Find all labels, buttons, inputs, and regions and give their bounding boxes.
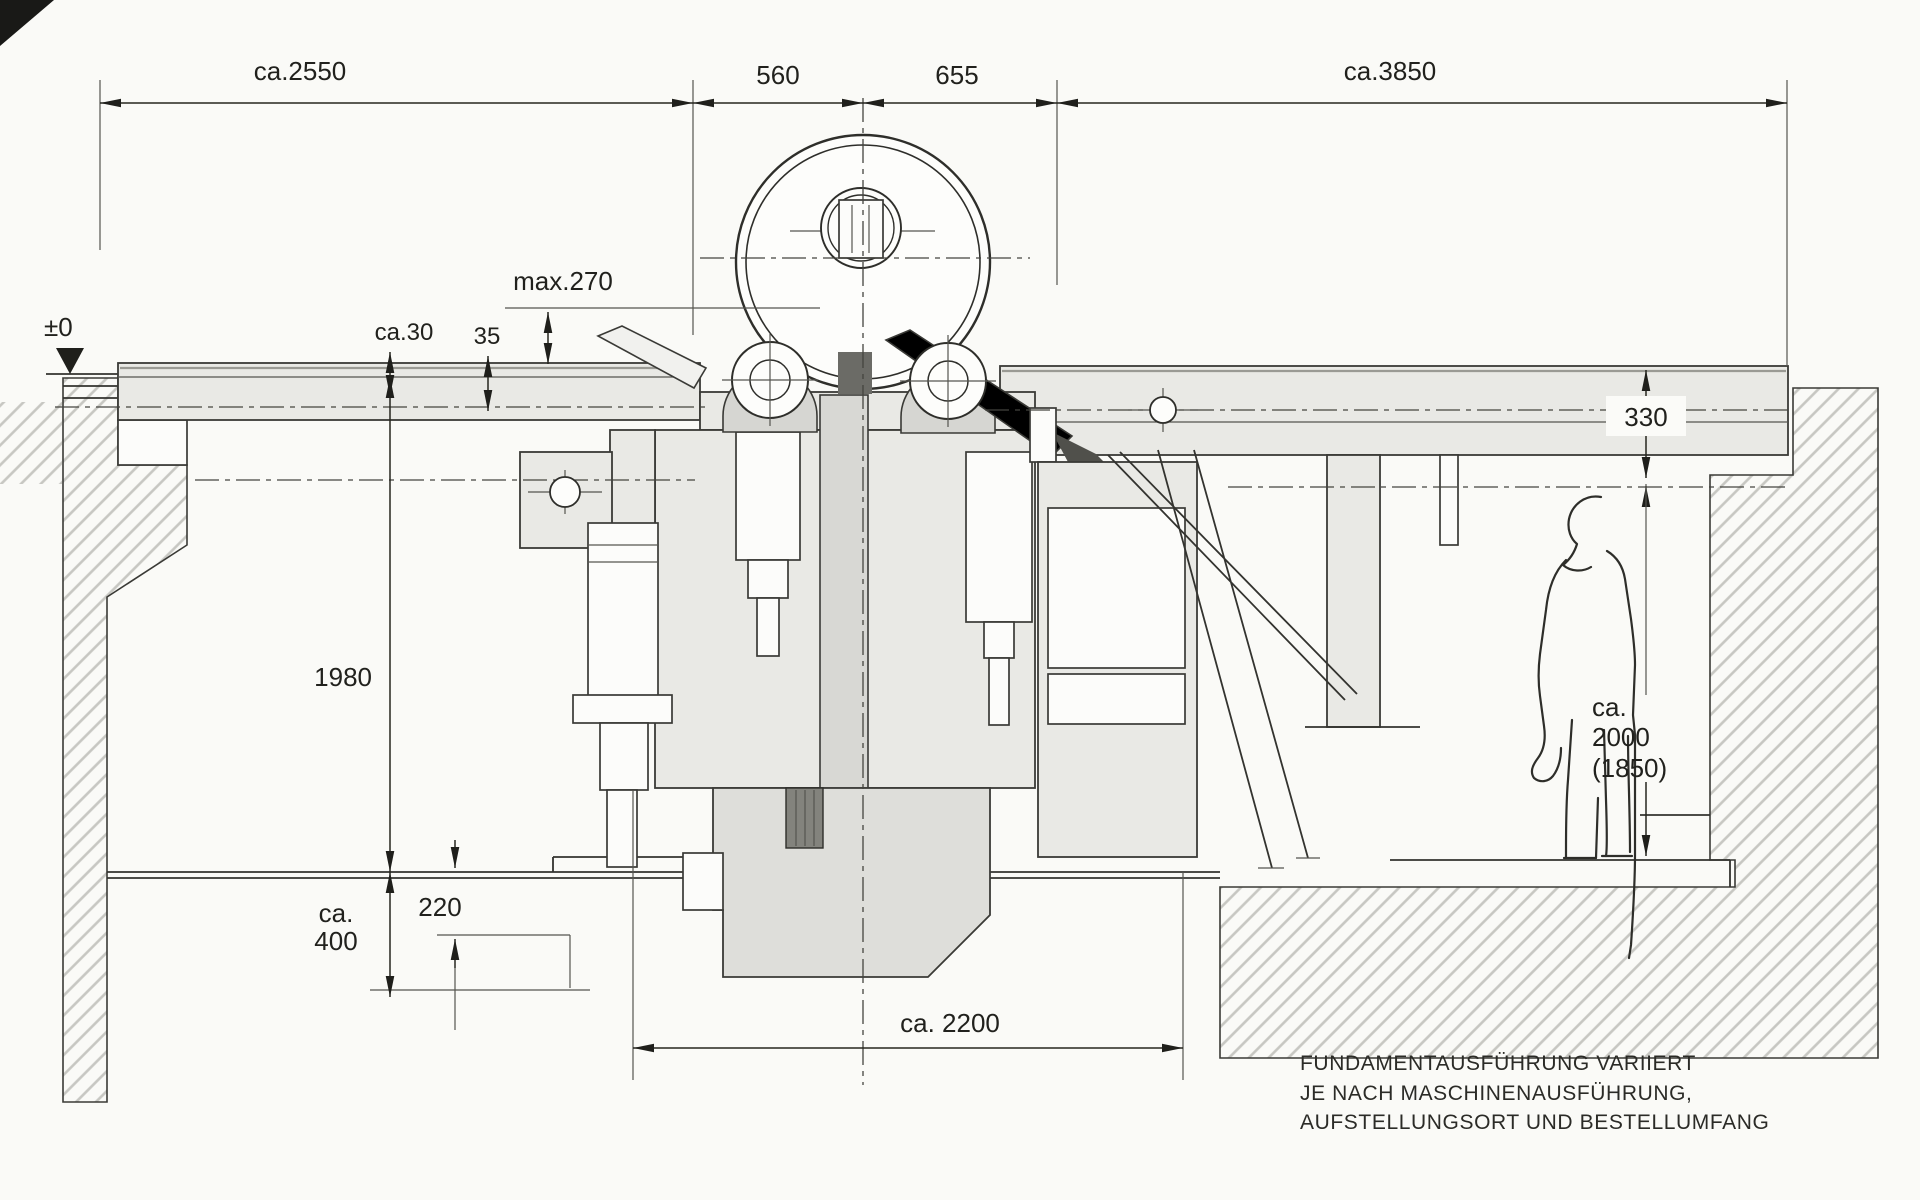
note-line-1: FUNDAMENTAUSFÜHRUNG VARIIERT — [1300, 1052, 1696, 1075]
hub-key-block — [838, 199, 884, 259]
right-cylinder — [965, 451, 1033, 623]
machine-section — [519, 133, 1198, 978]
person-head — [1561, 495, 1603, 572]
datum-triangle-icon — [56, 348, 84, 374]
left-column — [587, 522, 659, 698]
left-pit-wall-hatch — [62, 377, 188, 1103]
left-clamp-arm — [596, 325, 708, 390]
person-front-arm — [1530, 558, 1568, 783]
base-foot — [682, 852, 724, 911]
dim-step-depth: 220 — [418, 892, 461, 922]
right-cylinder-step — [983, 621, 1015, 659]
note-line-2: JE NACH MASCHINENAUSFÜHRUNG, — [1300, 1082, 1693, 1105]
person-feet — [1562, 854, 1634, 860]
support-post — [1439, 454, 1459, 546]
left-column-lines — [588, 544, 658, 563]
left-column-stem — [599, 722, 649, 791]
spindle-rod-hatch — [795, 790, 815, 846]
center-clamp-dark — [838, 352, 872, 394]
foundation-hatching — [0, 377, 1879, 1103]
left-column-rod — [606, 789, 638, 868]
sub-foundation-lines — [370, 934, 590, 1030]
left-cylinder-step — [747, 559, 789, 599]
right-table-supports — [1305, 454, 1459, 728]
dim-span-left: ca.2550 — [254, 56, 347, 86]
center-post — [819, 394, 869, 789]
right-cylinder-rod — [988, 657, 1010, 726]
cabinet-panel-bottom — [1047, 673, 1186, 725]
left-table-support — [117, 419, 188, 466]
dim-pit-depth: 1980 — [314, 662, 372, 692]
left-roller-table — [117, 362, 701, 421]
left-cylinder — [735, 431, 801, 561]
dim-base-width: ca. 2200 — [900, 1008, 1000, 1038]
left-edge-hatch — [0, 402, 62, 484]
dim-found-depth-1: ca. — [319, 898, 354, 928]
arm-link-block — [1029, 407, 1057, 463]
ladder-feet — [1258, 857, 1320, 869]
cabinet-panel-top — [1047, 507, 1186, 669]
extension-lines — [99, 80, 1788, 1080]
dim-person-3: (1850) — [1592, 753, 1667, 783]
dim-max-stock: max.270 — [513, 266, 613, 296]
dim-span-mid-right: 655 — [935, 60, 978, 90]
blade-hub-inner — [827, 194, 895, 262]
note-line-3: AUFSTELLUNGSORT UND BESTELLUMFANG — [1300, 1111, 1769, 1134]
dim-table-clearance: ca.30 — [375, 319, 434, 346]
left-column-foot — [572, 694, 673, 724]
right-foundation-hatch — [1219, 387, 1879, 1059]
table-support-leg — [1326, 454, 1381, 728]
dim-datum-label: ±0 — [44, 312, 73, 342]
machine-base — [712, 787, 991, 978]
dim-330-label-box — [1606, 396, 1686, 436]
centerlines — [55, 98, 1790, 1085]
ladder-rails — [1107, 449, 1358, 869]
person-figure — [1530, 495, 1637, 960]
ladder — [1107, 449, 1358, 869]
person-back — [1605, 549, 1637, 960]
dim-person-1: ca. — [1592, 692, 1627, 722]
dim-table-depth: 330 — [1624, 402, 1667, 432]
dim-person-2: 2000 — [1592, 722, 1650, 752]
dim-span-mid-left: 560 — [756, 60, 799, 90]
table-roller-mark — [1149, 396, 1177, 424]
scan-blemish — [0, 0, 54, 46]
floor-and-pit-lines — [46, 373, 1731, 887]
foundation-note: FUNDAMENTAUSFÜHRUNG VARIIERT JE NACH MAS… — [1300, 1052, 1769, 1134]
dim-span-right: ca.3850 — [1344, 56, 1437, 86]
dim-rail-step: 35 — [474, 323, 501, 350]
person-legs — [1564, 718, 1632, 860]
bracket-pivot-circle — [549, 476, 581, 508]
left-cylinder-rod — [756, 597, 780, 657]
hub-key-lines — [851, 205, 870, 253]
dimension-annotations: ca.2550 560 655 ca.3850 max.270 ca.30 35… — [44, 56, 1788, 1080]
dim-found-depth-2: 400 — [314, 926, 357, 956]
